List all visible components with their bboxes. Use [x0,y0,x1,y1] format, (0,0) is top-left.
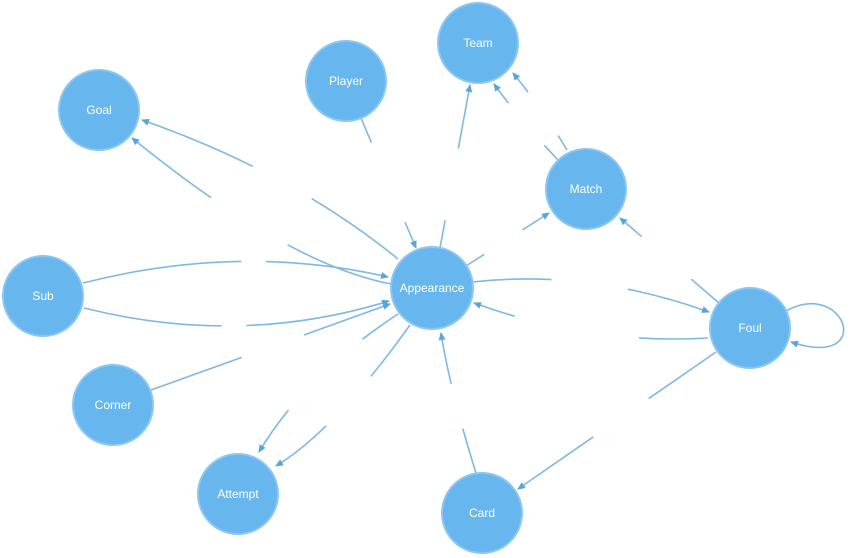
edge-appearance-team-1 [439,84,473,249]
node-circle-corner[interactable] [72,364,154,446]
node-circle-attempt[interactable] [197,453,279,535]
edge-appearance-attempt-15 [275,324,411,467]
edge-foul-appearance-7 [473,302,709,340]
edge-foul-foul-17 [785,303,845,349]
edge-player-appearance-0 [360,117,417,249]
node-circle-appearance[interactable] [390,246,474,330]
edge-sub-appearance-10 [82,260,389,284]
node-circle-foul[interactable] [709,287,791,369]
edge-foul-card-8 [517,351,717,490]
edge-appearance-match-4 [465,212,550,267]
edge-appearance-foul-6 [471,278,710,313]
edge-appearance-attempt-16 [258,313,399,453]
node-team[interactable]: Team [437,2,519,84]
node-appearance[interactable]: Appearance [390,246,474,330]
node-card[interactable]: Card [441,472,523,554]
node-sub[interactable]: Sub [2,255,84,337]
node-circle-sub[interactable] [2,255,84,337]
node-circle-team[interactable] [437,2,519,84]
node-corner[interactable]: Corner [72,364,154,446]
node-circle-goal[interactable] [58,69,140,151]
node-attempt[interactable]: Attempt [197,453,279,535]
edge-appearance-goal-14 [131,137,392,285]
node-circle-card[interactable] [441,472,523,554]
edge-match-team-2 [493,83,559,161]
edges-layer [82,72,845,490]
edge-match-team-3 [512,72,568,151]
edge-sub-appearance-11 [83,299,390,327]
edge-card-appearance-9 [438,332,477,474]
node-foul[interactable]: Foul [709,287,791,369]
node-circle-player[interactable] [305,40,387,122]
edge-appearance-goal-13 [141,119,399,260]
edge-corner-appearance-12 [150,303,391,391]
node-circle-match[interactable] [545,148,627,230]
edge-foul-match-5 [619,217,720,304]
node-match[interactable]: Match [545,148,627,230]
node-goal[interactable]: Goal [58,69,140,151]
node-player[interactable]: Player [305,40,387,122]
